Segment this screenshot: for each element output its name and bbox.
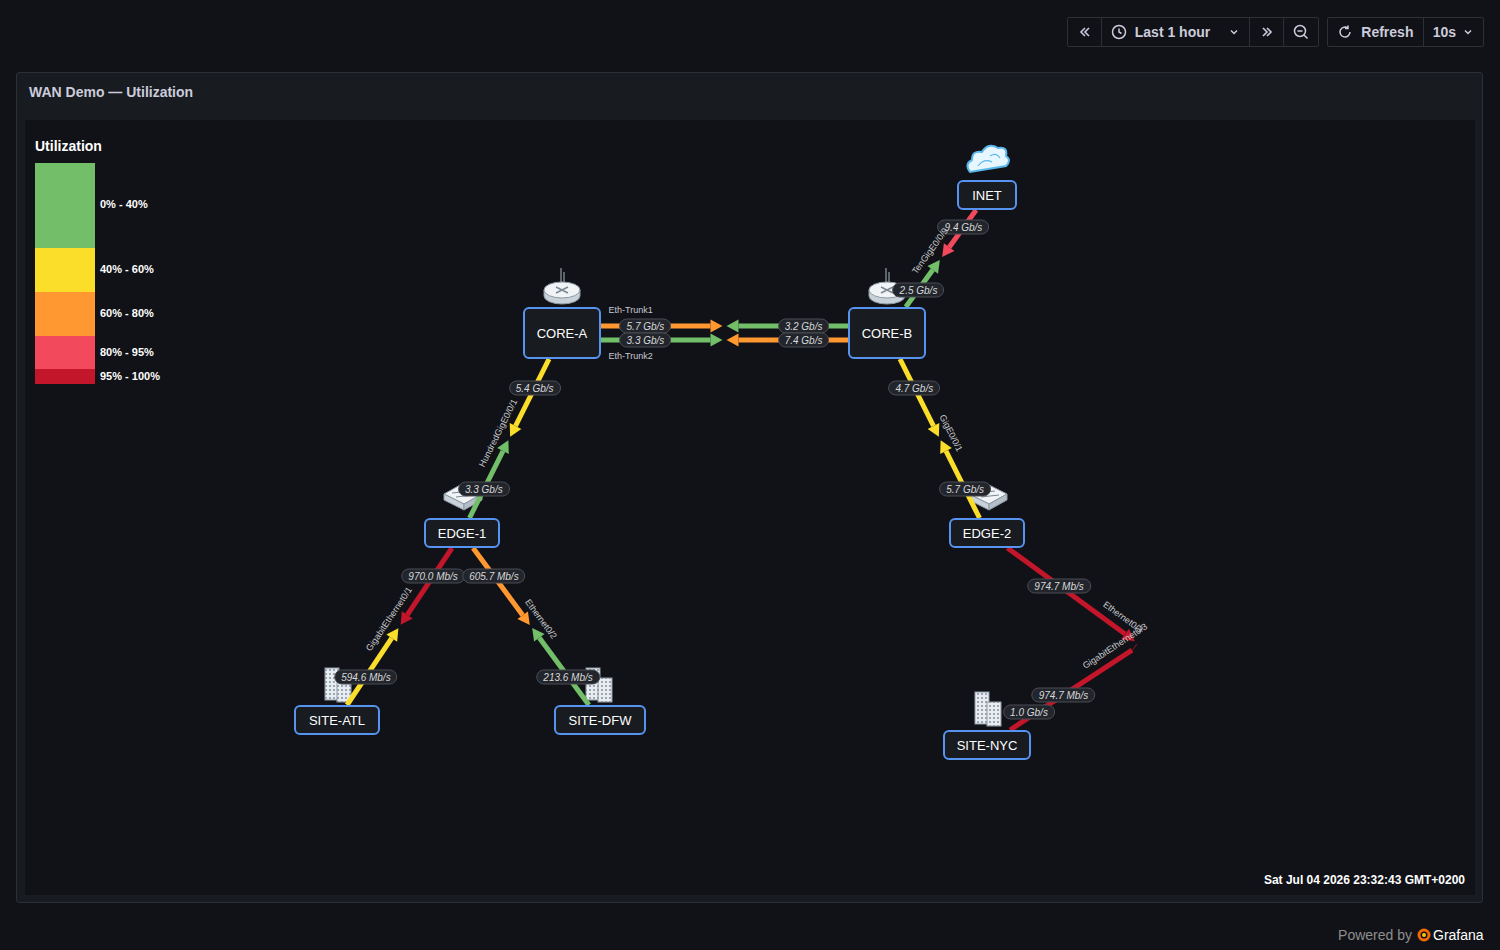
interface-name: HundredGigE0/0/1	[476, 397, 518, 468]
legend-text: 60% - 80%	[100, 307, 154, 319]
traffic-value: 974.7 Mb/s	[1027, 578, 1090, 593]
caret-icon	[1462, 26, 1474, 38]
timestamp: Sat Jul 04 2026 23:32:43 GMT+0200	[1264, 873, 1465, 887]
icons	[325, 146, 1009, 726]
flow-arrowhead	[727, 334, 739, 347]
node-label: INET	[972, 188, 1002, 203]
flow-arrowhead	[928, 260, 940, 274]
traffic-value: 5.4 Gb/s	[509, 380, 561, 395]
chevrons-left-icon	[1078, 25, 1092, 39]
flow-arrowhead	[401, 611, 413, 625]
traffic-value: 605.7 Mb/s	[462, 569, 525, 584]
interface-name: Eth-Trunk1	[609, 305, 653, 315]
link-capacity: 1.0 Gb/s	[1003, 705, 1055, 720]
shift-forward-button	[1250, 18, 1284, 46]
time-picker: Last 1 hour	[1067, 17, 1319, 47]
interface-name: GigabitEthernet0/1	[364, 585, 414, 653]
traffic-value: 5.7 Gb/s	[939, 482, 991, 497]
refresh-button: Refresh	[1328, 18, 1424, 46]
clock-icon	[1111, 24, 1127, 40]
node-label: SITE-ATL	[309, 713, 365, 728]
node-label: EDGE-1	[438, 526, 486, 541]
legend-text: 40% - 60%	[100, 263, 154, 275]
node-label: CORE-A	[537, 326, 588, 341]
node-box: INET	[957, 180, 1017, 210]
link-flow	[601, 334, 848, 347]
node-box: CORE-B	[848, 307, 926, 359]
grafana-text: Grafana	[1433, 927, 1484, 943]
traffic-value: 5.7 Gb/s	[620, 319, 672, 334]
legend-swatch	[35, 163, 95, 248]
node-box: SITE-ATL	[294, 705, 380, 735]
legend-text: 80% - 95%	[100, 346, 154, 358]
link-half	[1008, 548, 1126, 634]
node-box: EDGE-2	[949, 518, 1025, 548]
traffic-value: 3.2 Gb/s	[778, 319, 830, 334]
flow-arrowhead	[711, 320, 723, 333]
cloud-icon	[967, 146, 1009, 172]
legend-swatch	[35, 292, 95, 336]
traffic-value: 970.0 Mb/s	[401, 569, 464, 584]
zoom-out-icon	[1293, 24, 1309, 40]
router-icon	[544, 268, 580, 304]
time-range-button: Last 1 hour	[1102, 18, 1250, 46]
traffic-value: 594.6 Mb/s	[334, 669, 397, 684]
time-range-text: Last 1 hour	[1135, 24, 1210, 40]
refresh-icon	[1337, 24, 1353, 40]
node-label: EDGE-2	[963, 526, 1011, 541]
zoom-out-button	[1284, 18, 1318, 46]
legend-text: 0% - 40%	[100, 198, 148, 210]
node-box: CORE-A	[523, 307, 601, 359]
traffic-value: 3.3 Gb/s	[620, 333, 672, 348]
traffic-value: 3.3 Gb/s	[458, 482, 510, 497]
shift-back-button	[1068, 18, 1102, 46]
legend-swatch	[35, 369, 95, 384]
panel-title: WAN Demo — Utilization	[29, 84, 193, 100]
traffic-value: 2.5 Gb/s	[893, 282, 945, 297]
node-label: SITE-NYC	[957, 738, 1018, 753]
traffic-value: 213.6 Mb/s	[536, 669, 599, 684]
link-flow	[601, 320, 848, 333]
legend-title: Utilization	[35, 138, 102, 154]
powered-by-text: Powered by	[1338, 927, 1412, 943]
interface-name: Eth-Trunk2	[609, 351, 653, 361]
flow-arrowhead	[711, 334, 723, 347]
interface-name: TenGigE0/0/9	[910, 226, 950, 276]
refresh-text: Refresh	[1361, 24, 1413, 40]
interface-name: GigabitEthernet0/3	[1081, 621, 1149, 670]
caret-icon	[1228, 26, 1240, 38]
chevrons-right-icon	[1260, 25, 1274, 39]
flow-arrowhead	[510, 423, 522, 437]
interface-name: Ethernet0/2	[524, 597, 560, 640]
interval-text: 10s	[1433, 24, 1456, 40]
flow-arrowhead	[1128, 644, 1138, 656]
map-canvas	[25, 120, 1475, 895]
flow-arrowhead	[727, 320, 739, 333]
refresh-picker: Refresh 10s	[1327, 17, 1484, 47]
traffic-value: 4.7 Gb/s	[888, 380, 940, 395]
grafana-logo	[1417, 928, 1431, 942]
panel: WAN Demo — Utilization	[16, 72, 1483, 903]
legend-swatch	[35, 336, 95, 369]
legend-swatch	[35, 248, 95, 292]
interval-button: 10s	[1424, 18, 1483, 46]
link-flow	[601, 334, 848, 347]
node-box: EDGE-1	[424, 518, 500, 548]
node-label: SITE-DFW	[569, 713, 632, 728]
flow-arrowhead	[942, 243, 954, 257]
flow-arrowhead	[928, 423, 940, 437]
building-icon	[975, 692, 1001, 726]
flow-arrowhead	[517, 611, 529, 625]
traffic-value: 7.4 Gb/s	[778, 333, 830, 348]
node-box: SITE-DFW	[554, 705, 646, 735]
link-flow	[601, 320, 848, 333]
flow-arrowhead	[386, 628, 398, 642]
interface-name: GigE0/0/1	[938, 413, 965, 453]
legend-text: 95% - 100%	[100, 370, 160, 382]
node-box: SITE-NYC	[943, 730, 1031, 760]
traffic-value: 974.7 Mb/s	[1032, 688, 1095, 703]
node-label: CORE-B	[862, 326, 913, 341]
